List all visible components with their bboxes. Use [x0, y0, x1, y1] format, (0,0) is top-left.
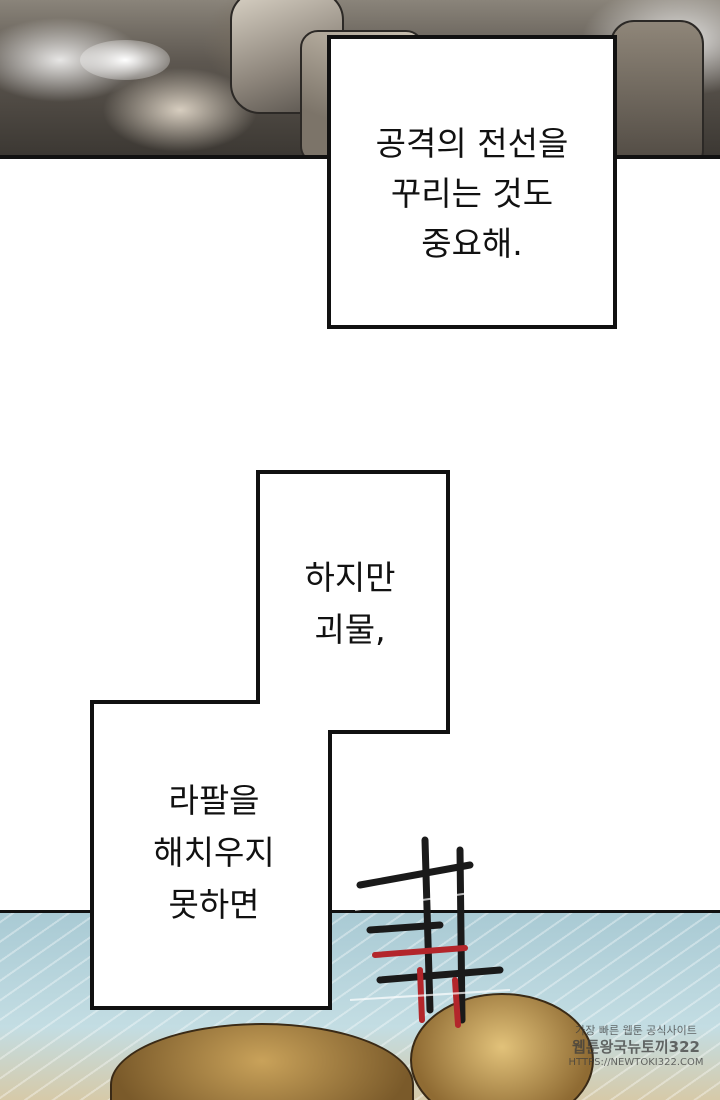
- dialogue-line: 못하면: [168, 885, 260, 924]
- armor-figure: [610, 20, 704, 155]
- watermark-line: HTTPS://NEWTOKI322.COM: [568, 1057, 704, 1068]
- dialogue-line: 꾸리는 것도: [390, 174, 554, 213]
- creature-figure: [110, 1023, 414, 1100]
- dialogue-lower: 라팔을 해치우지 못하면: [104, 775, 324, 931]
- dialogue-upper: 하지만 괴물,: [260, 552, 440, 656]
- creature-figure: [410, 993, 594, 1100]
- speech-box-2: 하지만 괴물, 라팔을 해치우지 못하면: [90, 470, 452, 1010]
- speech-box-1: 공격의 전선을 꾸리는 것도 중요해.: [327, 35, 617, 329]
- dialogue-line: 라팔을: [168, 781, 260, 820]
- dialogue-line: 중요해.: [421, 224, 523, 263]
- dialogue-line: 하지만: [304, 558, 396, 597]
- light-glow: [80, 40, 170, 80]
- stepped-box-outline: [90, 470, 450, 1010]
- dialogue-line: 공격의 전선을: [375, 124, 569, 163]
- watermark-line: 가장 빠른 웹툰 공식사이트: [575, 1024, 697, 1037]
- dialogue-line: 괴물,: [314, 610, 386, 649]
- sound-effect-strokes: [350, 830, 550, 1030]
- watermark-line: 웹툰왕국뉴토끼322: [572, 1038, 700, 1056]
- dialogue-line: 해치우지: [153, 833, 275, 872]
- sfx-graphic: [350, 836, 511, 1028]
- site-watermark: 가장 빠른 웹툰 공식사이트 웹툰왕국뉴토끼322 HTTPS://NEWTOK…: [552, 1024, 720, 1069]
